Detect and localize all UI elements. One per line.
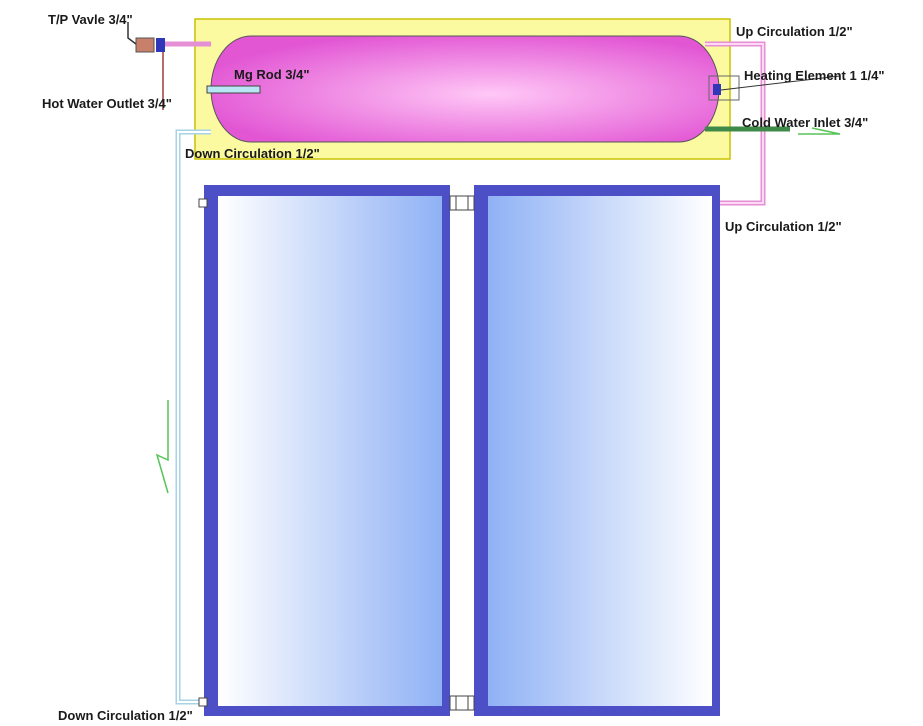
label-cold-water-inlet: Cold Water Inlet 3/4" xyxy=(742,115,868,130)
up-circulation-pipe-core xyxy=(705,43,764,204)
flow-arrow-left xyxy=(155,400,169,494)
heating-element-valve xyxy=(713,84,721,95)
tp-valve-connector xyxy=(156,38,165,52)
label-mg-rod: Mg Rod 3/4" xyxy=(234,67,310,82)
mg-rod xyxy=(206,85,261,94)
heating-element-leader xyxy=(720,75,841,91)
label-tp-valve: T/P Vavle 3/4" xyxy=(48,12,133,27)
panel-header-stub-top-left xyxy=(198,198,208,208)
label-hot-water-outlet: Hot Water Outlet 3/4" xyxy=(42,96,172,111)
solar-panel-left-glass xyxy=(218,196,442,706)
tp-valve-body xyxy=(135,37,155,53)
tp-valve-handle xyxy=(127,22,137,45)
panel-header-stub-bottom-left xyxy=(198,697,208,707)
label-up-circulation-top: Up Circulation 1/2" xyxy=(736,24,853,39)
solar-panel-right-glass xyxy=(488,196,712,706)
label-up-circulation-right: Up Circulation 1/2" xyxy=(725,219,842,234)
panel-connector-bottom xyxy=(449,695,475,711)
label-heating-element: Heating Element 1 1/4" xyxy=(744,68,885,83)
down-circulation-pipe-core xyxy=(177,131,211,703)
label-down-circulation-top: Down Circulation 1/2" xyxy=(185,146,320,161)
water-tank xyxy=(210,35,720,143)
flow-arrow-cold xyxy=(798,127,841,135)
label-down-circulation-bottom: Down Circulation 1/2" xyxy=(58,708,193,723)
panel-connector-top xyxy=(449,195,475,211)
